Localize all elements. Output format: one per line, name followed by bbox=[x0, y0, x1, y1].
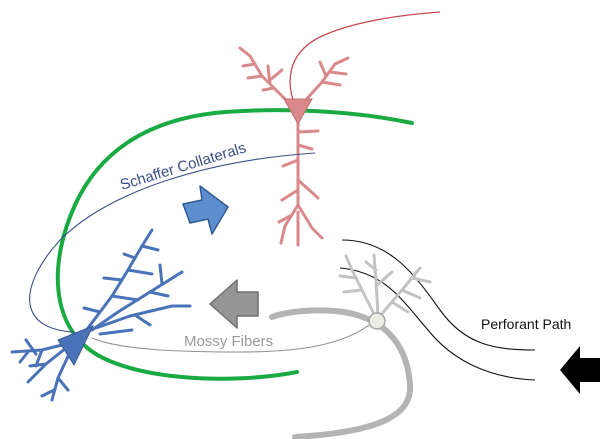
perforant-path-label: Perforant Path bbox=[481, 316, 571, 332]
schaffer-arrow-icon bbox=[183, 186, 228, 234]
mossy-arrow-icon bbox=[210, 280, 258, 328]
perforant-path-lines bbox=[340, 240, 535, 380]
ca1-pyramidal-neuron bbox=[240, 48, 348, 245]
granule-cell bbox=[340, 255, 430, 318]
mossy-fibers-label: Mossy Fibers bbox=[184, 333, 273, 350]
schaffer-collaterals-label: Schaffer Collaterals bbox=[118, 139, 248, 193]
perforant-arrow-icon bbox=[560, 346, 600, 394]
ca3-soma bbox=[58, 326, 93, 365]
granule-cell-soma bbox=[369, 313, 385, 329]
